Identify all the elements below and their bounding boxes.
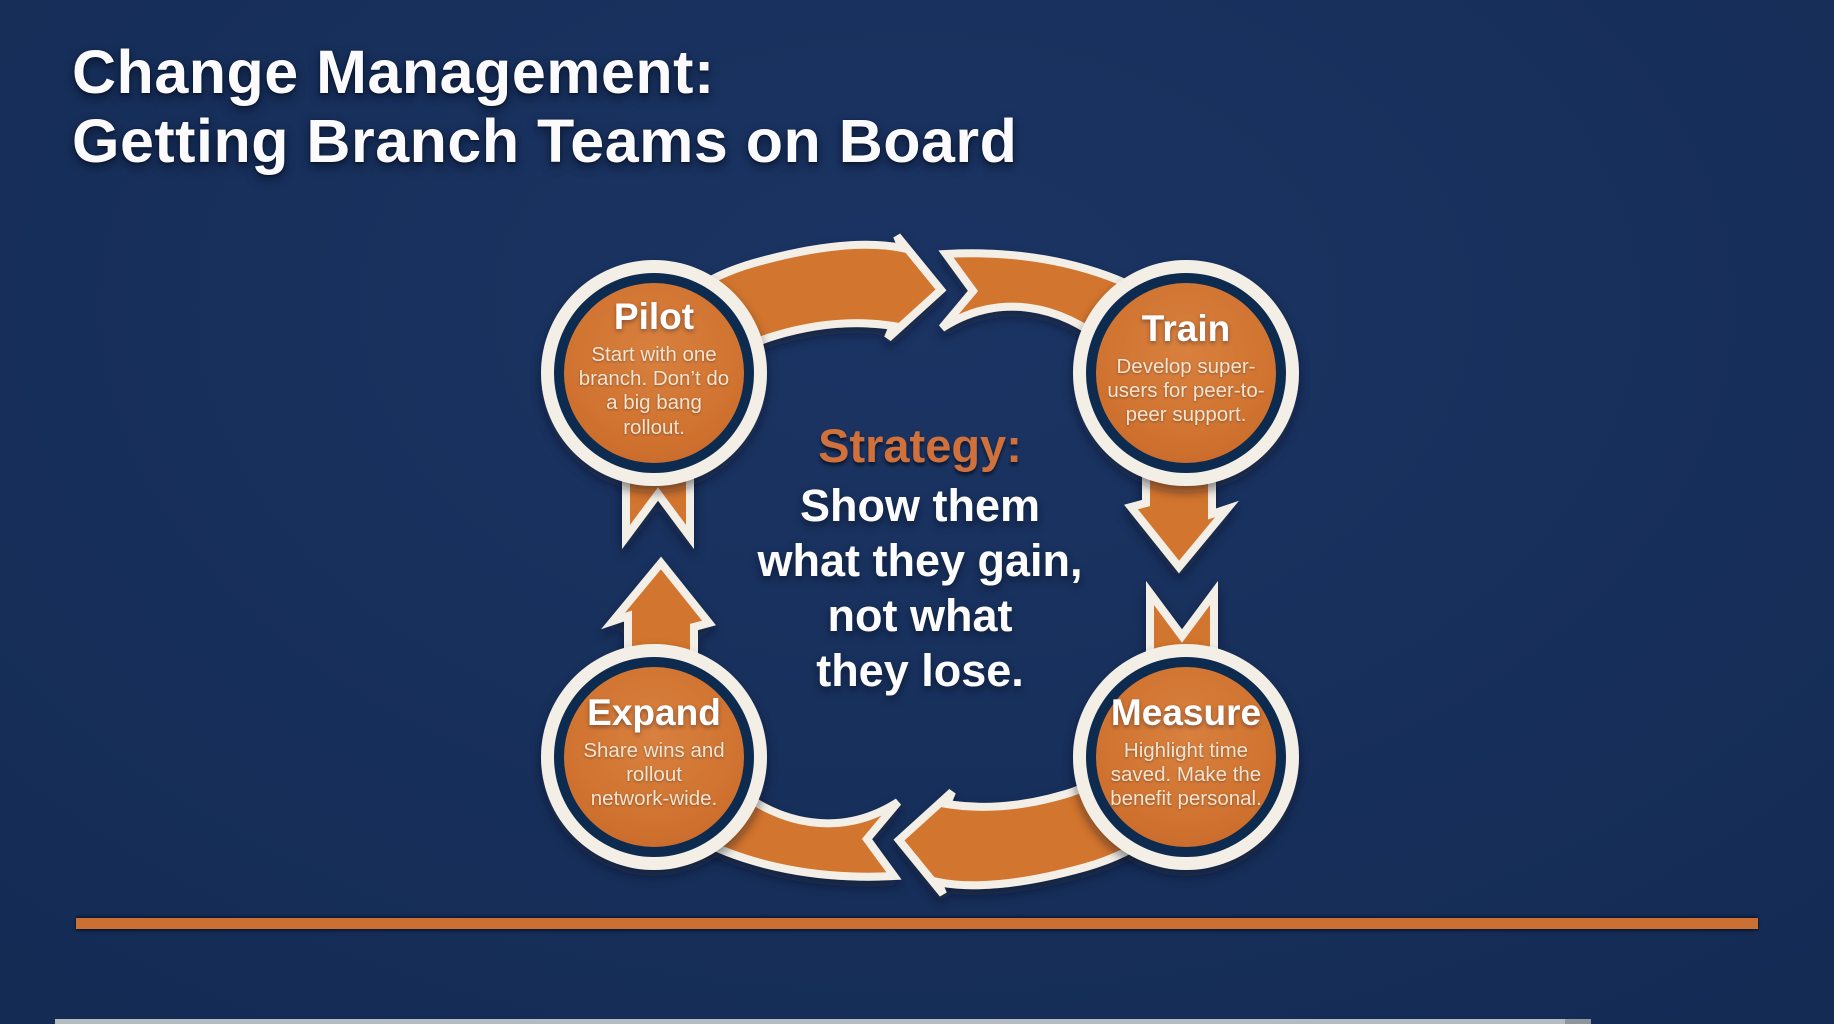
expand-disc [564,667,744,847]
node-pilot: Pilot Start with one branch. Don’t do a … [539,296,769,440]
node-pilot-description: Start with one branch. Don’t do a big ba… [578,343,730,439]
node-train-description: Develop super- users for peer-to- peer s… [1107,355,1265,427]
cycle-node-circles [541,260,1299,870]
node-circle-measure [1073,644,1299,870]
divider-line [76,918,1758,929]
node-expand-description: Share wins and rollout network-wide. [583,739,725,811]
pilot-disc [564,283,744,463]
measure-disc [1096,667,1276,847]
bottom-edge-strip [55,1019,1591,1024]
node-train-label: Train [1141,308,1231,349]
node-circle-pilot [541,260,767,486]
bottom-edge-strip-end [1565,1019,1591,1024]
node-measure-description: Highlight time saved. Make the benefit p… [1110,739,1262,811]
slide-title: Change Management: Getting Branch Teams … [72,38,1018,175]
node-expand: Expand Share wins and rollout network-wi… [539,692,769,812]
node-measure-label: Measure [1110,692,1262,733]
cycle-center-text: Strategy: Show them what they gain, not … [690,418,1150,699]
node-expand-label: Expand [587,692,721,733]
strategy-body: Show them what they gain, not what they … [757,480,1083,696]
node-circle-train [1073,260,1299,486]
node-pilot-label: Pilot [613,296,695,337]
node-circle-expand [541,644,767,870]
node-train: Train Develop super- users for peer-to- … [1071,308,1301,428]
train-disc [1096,283,1276,463]
strategy-heading: Strategy: [818,419,1022,472]
node-measure: Measure Highlight time saved. Make the b… [1071,692,1301,812]
